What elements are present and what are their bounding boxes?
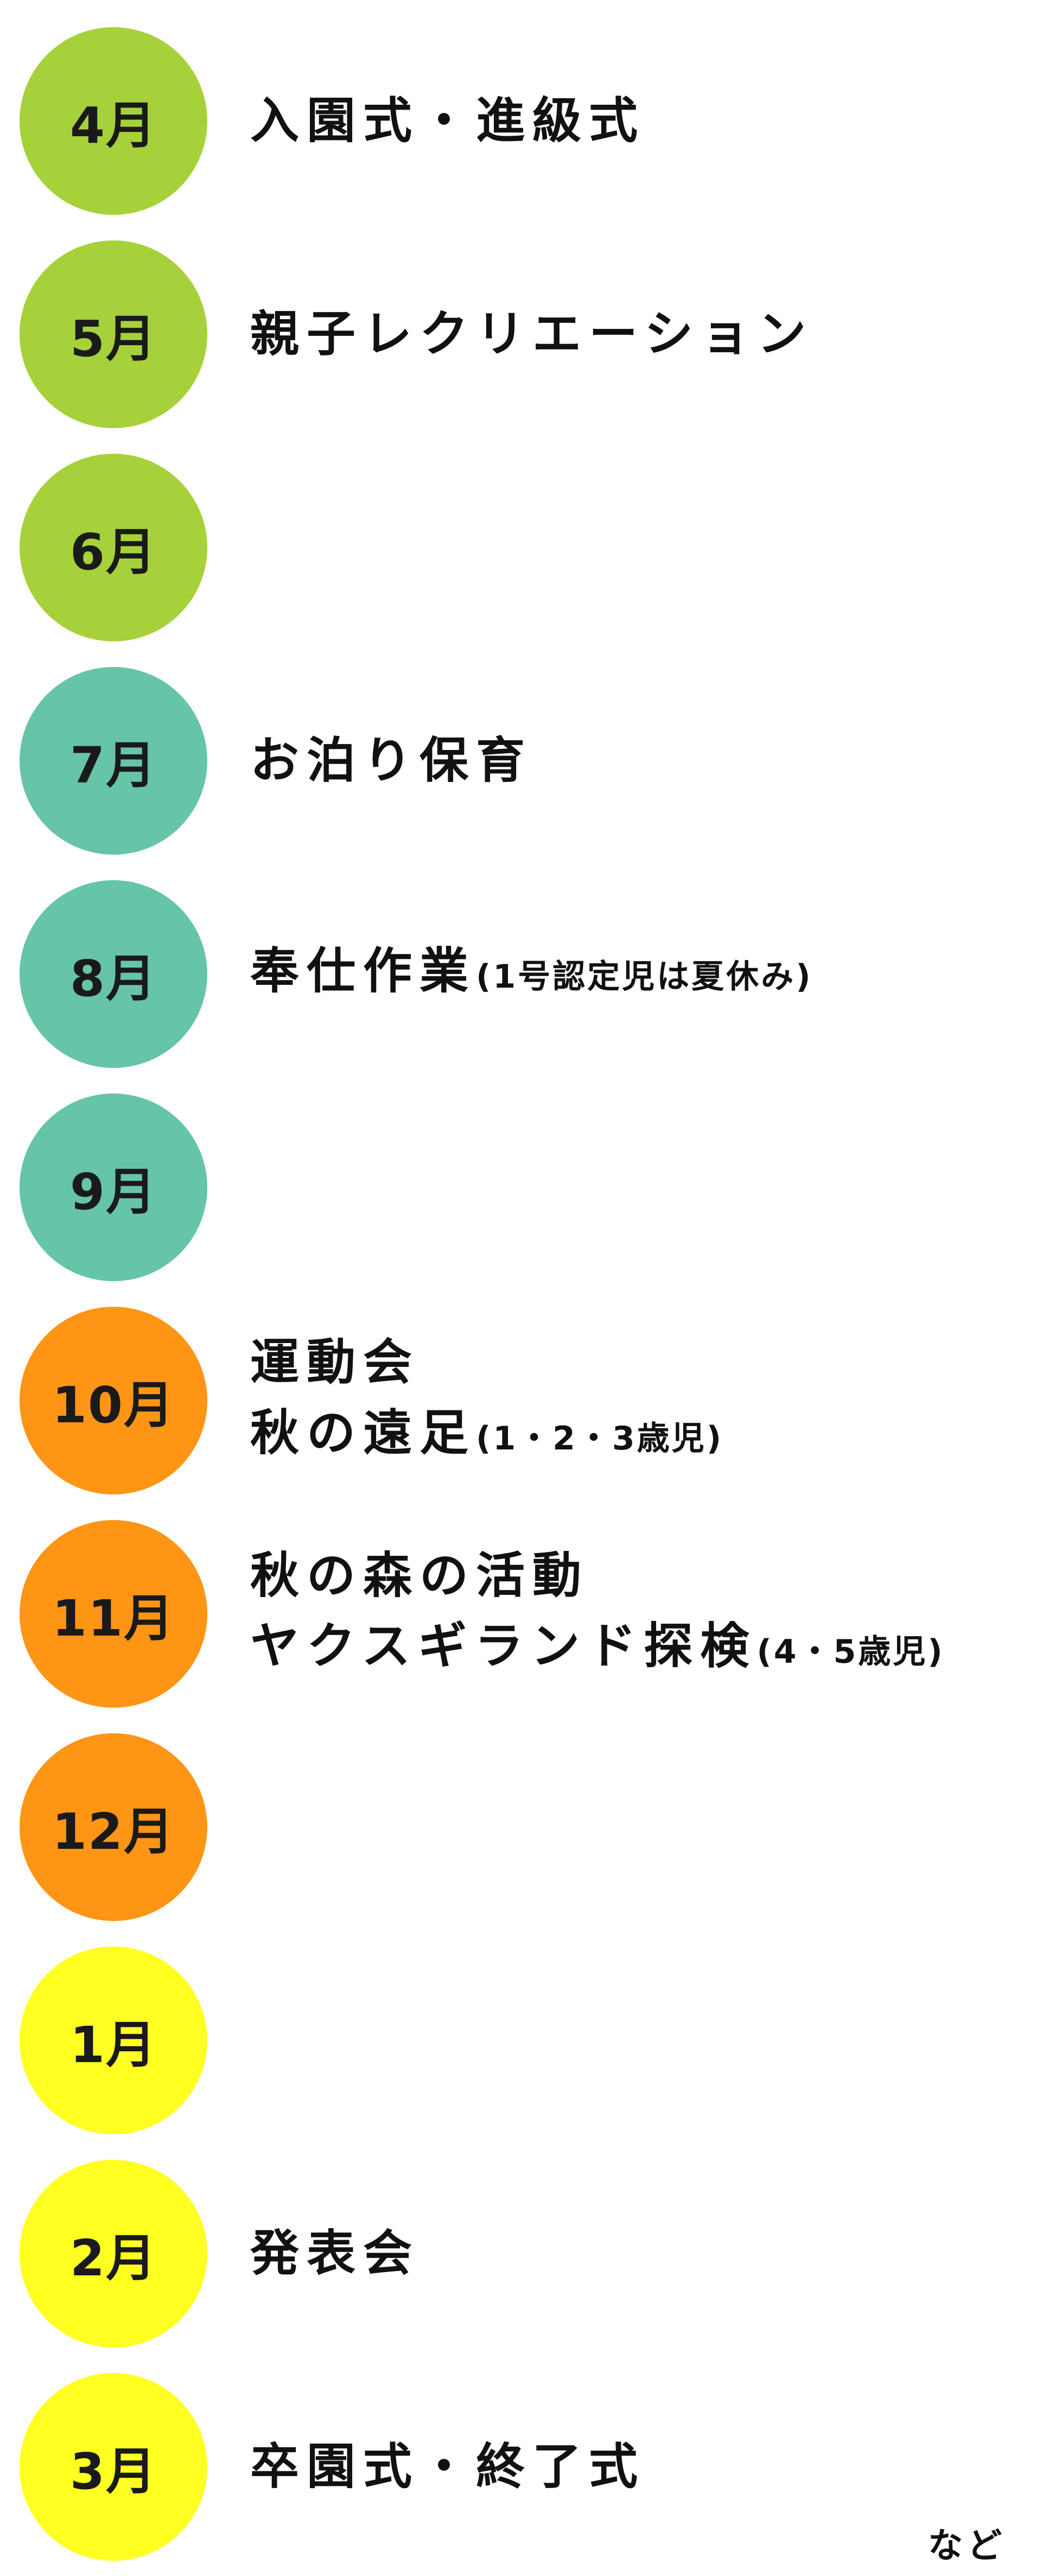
etc-note: など (928, 2526, 1006, 2566)
event-note: (1号認定児は夏休み) (476, 958, 813, 996)
event-item: 奉仕作業(1号認定児は夏休み) (250, 936, 1043, 1012)
month-row: 1月 (20, 1947, 1040, 2134)
month-events: お泊り保育 (250, 667, 1043, 855)
month-row: 10月運動会秋の遠足(1・2・3歳児) (20, 1307, 1040, 1494)
month-badge: 6月 (20, 454, 207, 641)
event-text: お泊り保育 (250, 732, 532, 789)
month-row: 11月秋の森の活動ヤクスギランド探検(4・5歳児) (20, 1520, 1040, 1708)
month-row: 7月お泊り保育 (20, 667, 1040, 855)
month-row: 3月卒園式・終了式 (20, 2373, 1040, 2561)
month-row: 4月入園式・進級式 (20, 27, 1040, 215)
event-note: (4・5歳児) (757, 1633, 945, 1671)
month-row: 12月 (20, 1733, 1040, 1921)
month-row: 9月 (20, 1093, 1040, 1281)
month-events: 運動会秋の遠足(1・2・3歳児) (250, 1307, 1043, 1494)
event-item: 運動会 (250, 1327, 1043, 1398)
month-events (250, 454, 1043, 641)
month-badge: 5月 (20, 240, 207, 428)
event-text: 奉仕作業 (250, 943, 476, 1000)
event-item: 発表会 (250, 2218, 1043, 2289)
month-badge: 11月 (20, 1520, 207, 1708)
event-item: 卒園式・終了式 (250, 2432, 1043, 2502)
event-text: 発表会 (250, 2225, 420, 2282)
month-events: 卒園式・終了式 (250, 2373, 1043, 2561)
event-item: 入園式・進級式 (250, 86, 1043, 156)
month-row: 5月親子レクリエーション (20, 240, 1040, 428)
month-events (250, 1093, 1043, 1281)
month-events: 秋の森の活動ヤクスギランド探検(4・5歳児) (250, 1520, 1043, 1708)
month-badge: 12月 (20, 1733, 207, 1921)
month-row: 8月奉仕作業(1号認定児は夏休み) (20, 880, 1040, 1068)
event-item: 親子レクリエーション (250, 299, 1043, 370)
event-text: 秋の森の活動 (250, 1547, 589, 1604)
event-text: 入園式・進級式 (250, 92, 645, 149)
event-item: 秋の遠足(1・2・3歳児) (250, 1398, 1043, 1474)
event-text: 卒園式・終了式 (250, 2438, 645, 2495)
event-text: 秋の遠足 (250, 1404, 476, 1461)
month-badge: 4月 (20, 27, 207, 215)
event-item: お泊り保育 (250, 726, 1043, 796)
month-badge: 9月 (20, 1093, 207, 1281)
month-events (250, 1733, 1043, 1921)
event-text: 運動会 (250, 1334, 420, 1391)
month-events (250, 1947, 1043, 2134)
month-badge: 3月 (20, 2373, 207, 2561)
month-row: 2月発表会 (20, 2160, 1040, 2348)
month-events: 奉仕作業(1号認定児は夏休み) (250, 880, 1043, 1068)
event-text: 親子レクリエーション (250, 306, 814, 362)
month-badge: 8月 (20, 880, 207, 1068)
event-text: ヤクスギランド探検 (250, 1618, 757, 1675)
month-badge: 7月 (20, 667, 207, 855)
month-badge: 1月 (20, 1947, 207, 2134)
month-events: 入園式・進級式 (250, 27, 1043, 215)
month-row: 6月 (20, 454, 1040, 641)
event-item: ヤクスギランド探検(4・5歳児) (250, 1611, 1043, 1687)
month-badge: 2月 (20, 2160, 207, 2348)
event-note: (1・2・3歳児) (476, 1420, 724, 1458)
month-events: 発表会 (250, 2160, 1043, 2348)
month-events: 親子レクリエーション (250, 240, 1043, 428)
event-item: 秋の森の活動 (250, 1541, 1043, 1611)
month-badge: 10月 (20, 1307, 207, 1494)
